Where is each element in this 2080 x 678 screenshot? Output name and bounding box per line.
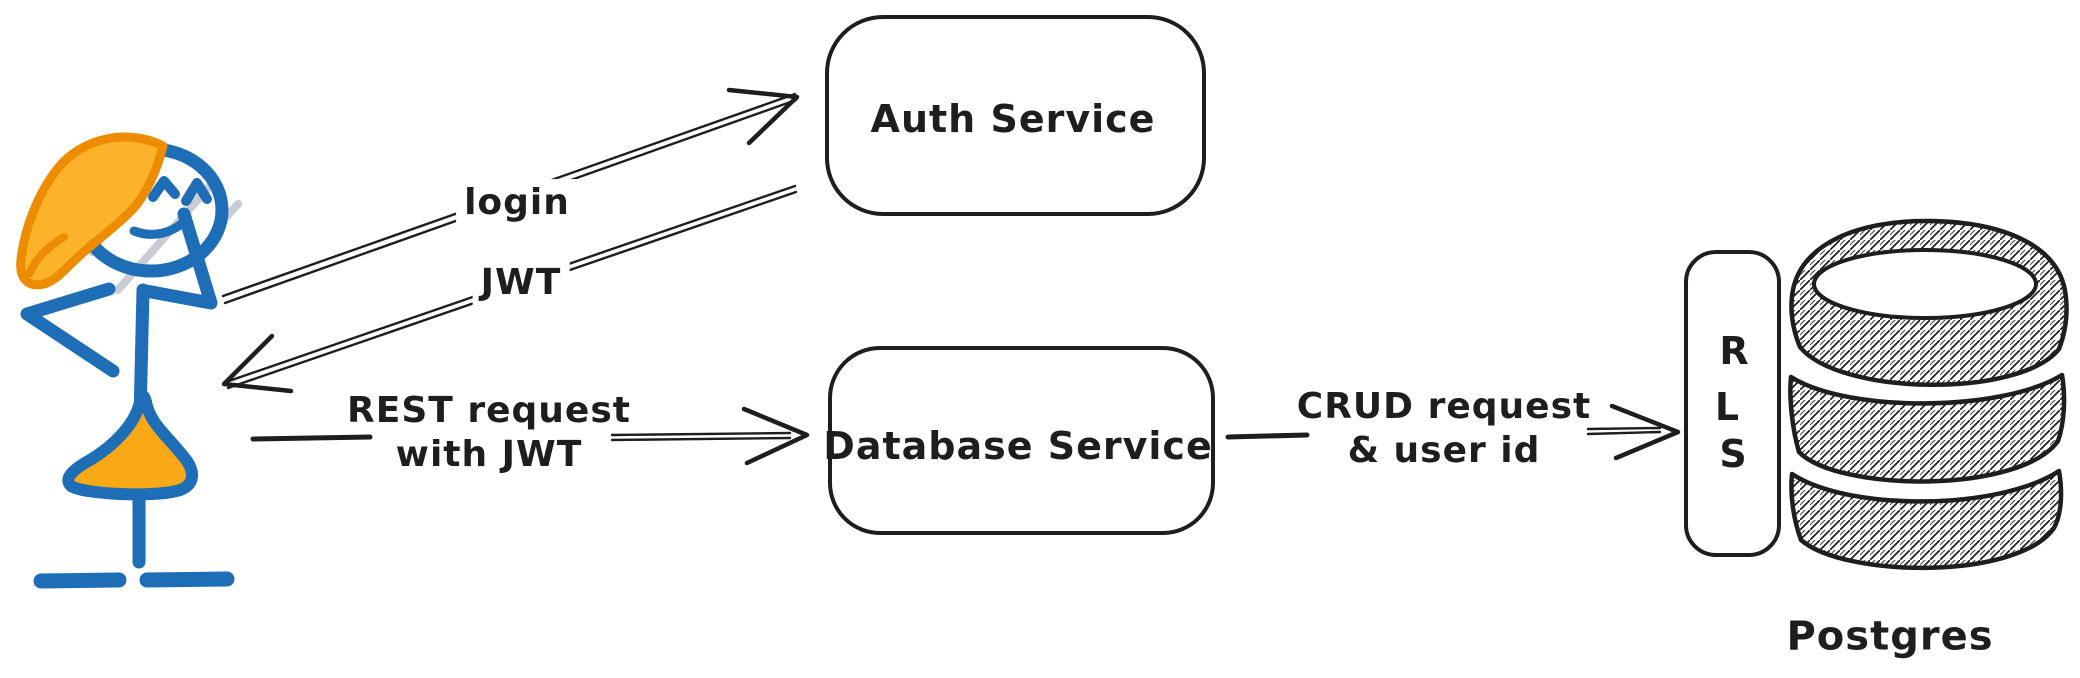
crud-arrow-label-line2: & user id bbox=[1347, 430, 1541, 471]
rest-arrow-label-line1: REST request bbox=[347, 390, 631, 432]
auth-service-box bbox=[825, 15, 1206, 216]
crud-arrowhead bbox=[1609, 403, 1681, 461]
crud-arrow bbox=[1225, 403, 1681, 461]
rls-letter-l: L bbox=[1714, 384, 1740, 429]
user-hair-tuft-line bbox=[26, 233, 68, 277]
user-eye-left bbox=[148, 176, 180, 202]
user-legs bbox=[33, 493, 235, 589]
user-dress bbox=[62, 390, 198, 501]
user-left-arm bbox=[20, 282, 120, 378]
rls-letter-r: R bbox=[1719, 328, 1749, 373]
user-smile bbox=[129, 214, 192, 239]
db-top-opening bbox=[1812, 248, 2038, 320]
rest-arrow-label-line2: with JWT bbox=[395, 434, 583, 475]
login-arrowhead bbox=[726, 87, 800, 146]
rls-box bbox=[1684, 250, 1781, 557]
database-service-box bbox=[828, 346, 1215, 535]
user-right-arm bbox=[139, 207, 218, 310]
rls-letter-s: S bbox=[1719, 431, 1747, 476]
jwt-arrow-label: JWT bbox=[472, 259, 570, 307]
rest-arrow bbox=[250, 406, 810, 466]
user-foot-left bbox=[33, 572, 127, 589]
db-middle-band bbox=[1788, 372, 2067, 484]
login-arrow-label: login bbox=[456, 179, 578, 227]
db-bottom-band bbox=[1789, 468, 2064, 571]
postgres-database-icon bbox=[1788, 218, 2069, 571]
user-eye-right bbox=[181, 178, 212, 206]
user-hair bbox=[16, 132, 168, 290]
crud-arrow-label-line1: CRUD request bbox=[1296, 386, 1592, 428]
rest-arrowhead bbox=[741, 406, 810, 466]
auth-service-label: Auth Service bbox=[870, 96, 1156, 141]
database-service-label: Database Service bbox=[823, 423, 1213, 468]
rest-arrow-label: REST request with JWT bbox=[347, 389, 631, 477]
user-figure bbox=[16, 132, 242, 589]
jwt-arrowhead bbox=[221, 333, 294, 394]
crud-arrow-label: CRUD request & user id bbox=[1297, 385, 1591, 473]
postgres-label: Postgres bbox=[1786, 613, 1994, 660]
user-foot-right bbox=[139, 571, 235, 588]
